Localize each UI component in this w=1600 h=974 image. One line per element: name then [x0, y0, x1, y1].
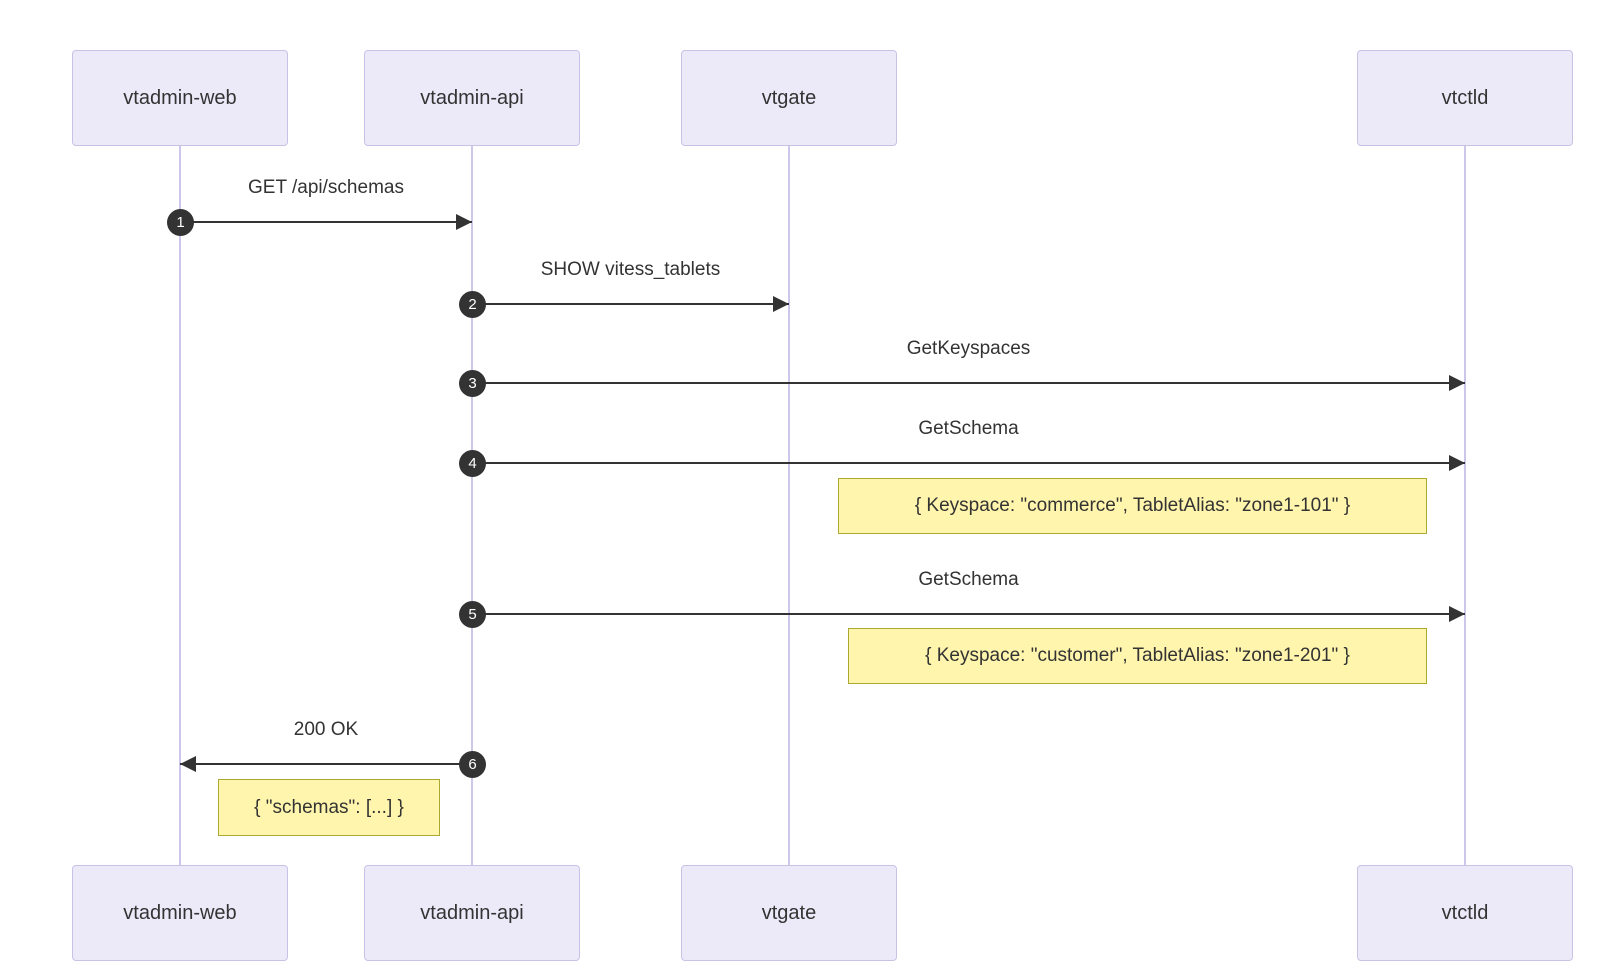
arrowhead-icon [1449, 375, 1465, 391]
message-line [472, 382, 1465, 384]
message-label: GetSchema [918, 569, 1019, 590]
actor-bottom-vtadmin-web: vtadmin-web [72, 865, 288, 961]
actor-top-vtctld: vtctld [1357, 50, 1573, 146]
actor-bottom-vtctld: vtctld [1357, 865, 1573, 961]
actor-top-vtadmin-web: vtadmin-web [72, 50, 288, 146]
sequence-number-badge: 3 [459, 370, 486, 397]
arrowhead-icon [1449, 455, 1465, 471]
sequence-number-badge: 2 [459, 291, 486, 318]
arrowhead-icon [1449, 606, 1465, 622]
actor-bottom-vtgate: vtgate [681, 865, 897, 961]
message-label: GetKeyspaces [906, 338, 1031, 359]
message-label: SHOW vitess_tablets [540, 259, 721, 280]
note: { Keyspace: "commerce", TabletAlias: "zo… [838, 478, 1427, 534]
sequence-number-badge: 5 [459, 601, 486, 628]
lifeline-vtctld [1464, 146, 1466, 865]
message-line [180, 763, 472, 765]
message-line [180, 221, 472, 223]
note: { "schemas": [...] } [218, 779, 440, 836]
actor-top-vtgate: vtgate [681, 50, 897, 146]
message-line [472, 462, 1465, 464]
arrowhead-icon [773, 296, 789, 312]
lifeline-vtgate [788, 146, 790, 865]
message-line [472, 613, 1465, 615]
arrowhead-icon [456, 214, 472, 230]
sequence-number-badge: 1 [167, 209, 194, 236]
actor-bottom-vtadmin-api: vtadmin-api [364, 865, 580, 961]
message-line [472, 303, 789, 305]
lifeline-vtadmin-web [179, 146, 181, 865]
message-label: 200 OK [293, 719, 359, 740]
message-label: GET /api/schemas [248, 177, 404, 198]
actor-top-vtadmin-api: vtadmin-api [364, 50, 580, 146]
arrowhead-icon [180, 756, 196, 772]
message-label: GetSchema [918, 418, 1019, 439]
sequence-number-badge: 6 [459, 751, 486, 778]
lifeline-vtadmin-api [471, 146, 473, 865]
note: { Keyspace: "customer", TabletAlias: "zo… [848, 628, 1427, 684]
sequence-number-badge: 4 [459, 450, 486, 477]
